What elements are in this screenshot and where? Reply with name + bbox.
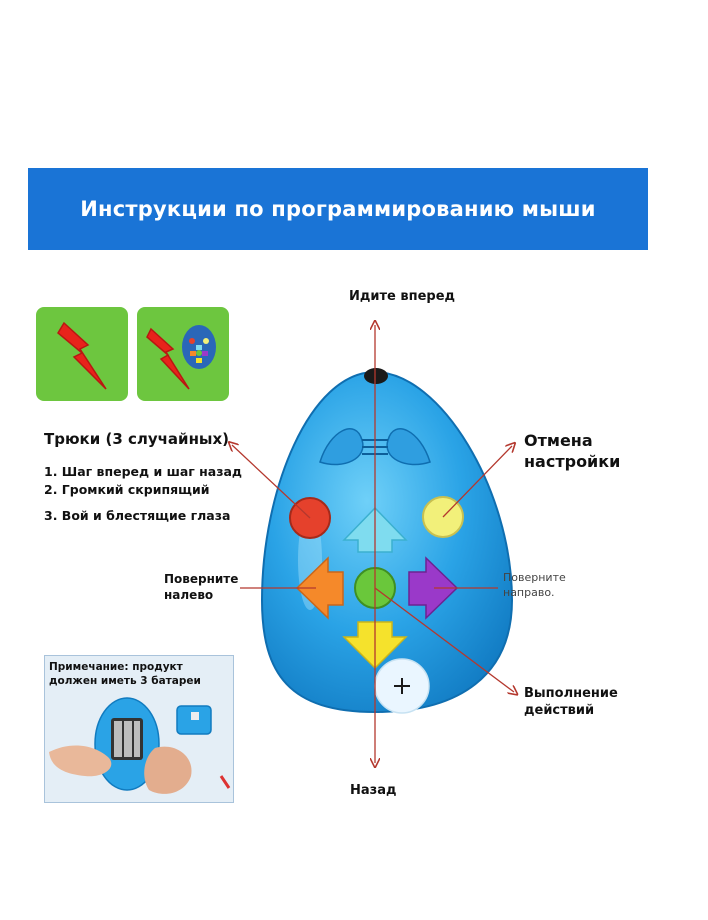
trick-item: 3. Вой и блестящие глаза: [44, 508, 231, 523]
turn-left-label: Поверните налево: [164, 571, 238, 603]
battery-illustration: [45, 656, 233, 802]
cancel-arrow: [442, 446, 512, 518]
title-banner: Инструкции по программированию мыши: [28, 168, 648, 250]
trick-item: 1. Шаг вперед и шаг назад: [44, 464, 243, 479]
cancel-label-line2: настройки: [524, 452, 621, 471]
battery-note: Примечание: продукт должен иметь 3 батар…: [49, 660, 201, 688]
execute-label-line1: Выполнение: [524, 686, 618, 701]
battery-photo: Примечание: продукт должен иметь 3 батар…: [44, 655, 234, 803]
battery-note-line2: должен иметь 3 батареи: [49, 675, 201, 687]
execute-arrow: [374, 587, 514, 692]
turn-left-label-line2: налево: [164, 588, 214, 602]
tricks-title: Трюки (3 случайных): [44, 430, 230, 448]
cancel-label-line1: Отмена: [524, 431, 593, 450]
back-label: Назад: [350, 783, 397, 798]
forward-label: Идите вперед: [349, 289, 456, 304]
mouse-nose: [364, 368, 388, 384]
execute-label-line2: действий: [524, 703, 595, 718]
turn-right-label: Поверните направо.: [503, 570, 566, 600]
page-title: Инструкции по программированию мыши: [80, 197, 596, 221]
trick-tile-mouse: [137, 307, 229, 401]
execute-label: Выполнение действий: [524, 685, 618, 719]
cancel-label: Отмена настройки: [524, 430, 620, 472]
turn-right-button[interactable]: [408, 556, 459, 620]
tricks-arrow: [232, 445, 311, 519]
plus-icon: [394, 678, 410, 694]
turn-left-button[interactable]: [295, 556, 344, 620]
trick-item: 2. Громкий скрипящий: [44, 482, 210, 497]
left-ear: [319, 428, 364, 466]
battery-note-line1: Примечание: продукт: [49, 661, 183, 673]
lightning-icon: [57, 321, 107, 390]
turn-right-label-line1: Поверните: [503, 571, 566, 584]
right-ear: [386, 428, 431, 466]
lightning-with-mouse-icon: [146, 325, 216, 390]
turn-right-label-line2: направо.: [503, 586, 555, 599]
trick-tile-lightning: [36, 307, 128, 401]
callout-lines: [232, 325, 514, 763]
turn-left-label-line1: Поверните: [164, 572, 239, 586]
